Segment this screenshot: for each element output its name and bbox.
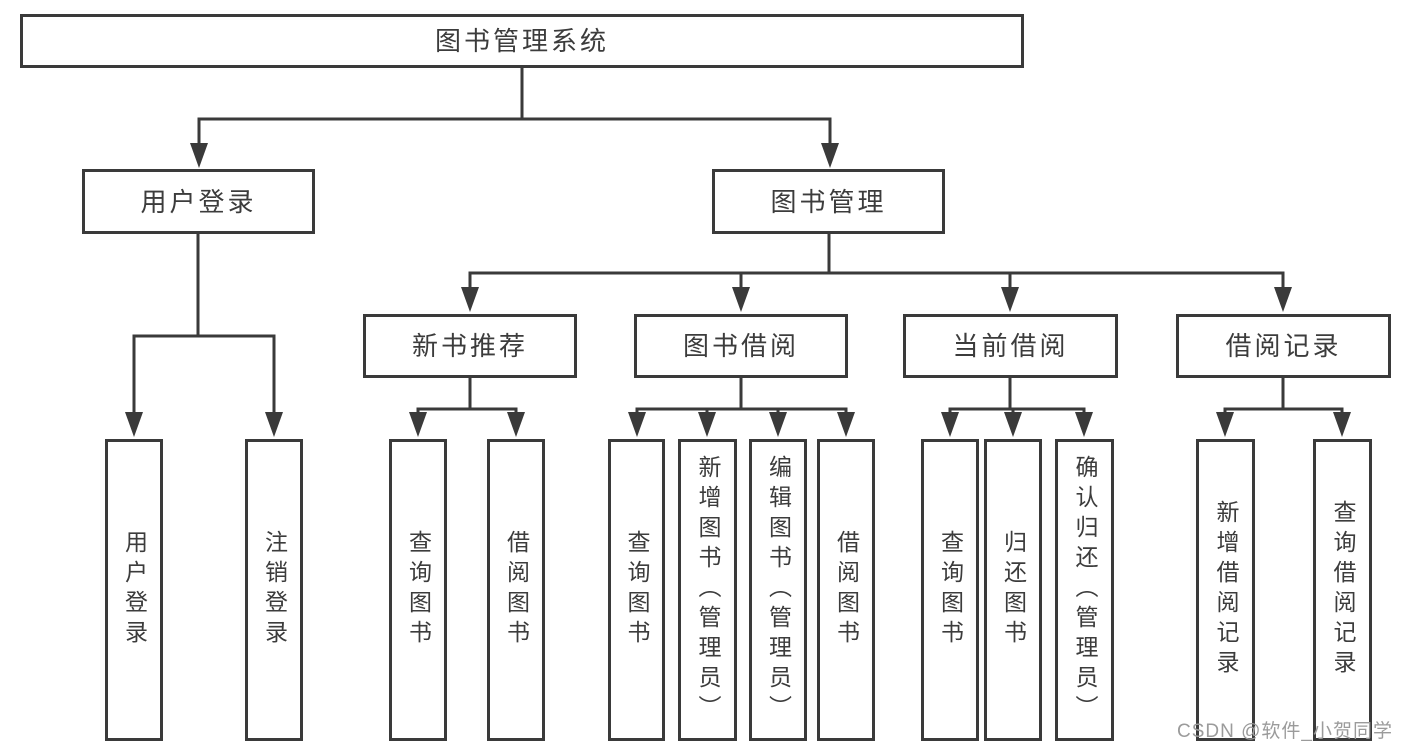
node-new-book-recommendation: 新书推荐 xyxy=(363,314,577,378)
leaf-query-books-current-label: 查询图书 xyxy=(937,530,964,650)
leaf-logout-login: 注销登录 xyxy=(245,439,303,741)
leaf-query-books-borrowing-label: 查询图书 xyxy=(624,530,650,650)
node-current-borrowing: 当前借阅 xyxy=(903,314,1118,378)
leaf-borrow-books-borrowing: 借阅图书 xyxy=(817,439,875,741)
leaf-query-books-recommend-label: 查询图书 xyxy=(405,530,432,650)
leaf-borrow-books-recommend: 借阅图书 xyxy=(487,439,545,741)
leaf-user-login-label: 用户登录 xyxy=(121,530,148,650)
leaf-borrow-books-recommend-label: 借阅图书 xyxy=(503,530,530,650)
leaf-borrow-books-borrowing-label: 借阅图书 xyxy=(833,530,860,650)
leaf-add-borrow-record-label: 新增借阅记录 xyxy=(1213,500,1239,680)
leaf-edit-books-admin: 编辑图书（管理员） xyxy=(749,439,807,741)
node-book-borrowing: 图书借阅 xyxy=(634,314,848,378)
leaf-add-books-admin-label: 新增图书（管理员） xyxy=(695,455,721,725)
arrow-down-icons xyxy=(125,143,1351,437)
leaf-logout-login-label: 注销登录 xyxy=(261,530,288,650)
leaf-query-borrow-record-label: 查询借阅记录 xyxy=(1330,500,1356,680)
node-borrowing-records: 借阅记录 xyxy=(1176,314,1391,378)
leaf-return-books-label: 归还图书 xyxy=(1000,530,1027,650)
node-book-management: 图书管理 xyxy=(712,169,945,234)
leaf-query-books-borrowing: 查询图书 xyxy=(608,439,665,741)
leaf-query-borrow-record: 查询借阅记录 xyxy=(1313,439,1372,741)
leaf-confirm-return-admin: 确认归还（管理员） xyxy=(1055,439,1114,741)
leaf-add-books-admin: 新增图书（管理员） xyxy=(678,439,737,741)
leaf-user-login: 用户登录 xyxy=(105,439,163,741)
connector-lines xyxy=(132,67,1344,414)
leaf-confirm-return-admin-label: 确认归还（管理员） xyxy=(1072,455,1098,725)
leaf-edit-books-admin-label: 编辑图书（管理员） xyxy=(765,455,792,725)
leaf-add-borrow-record: 新增借阅记录 xyxy=(1196,439,1255,741)
leaf-query-books-current: 查询图书 xyxy=(921,439,979,741)
leaf-query-books-recommend: 查询图书 xyxy=(389,439,447,741)
leaf-return-books: 归还图书 xyxy=(984,439,1042,741)
node-user-login: 用户登录 xyxy=(82,169,315,234)
node-library-management-system: 图书管理系统 xyxy=(20,14,1024,68)
csdn-watermark: CSDN @软件_小贺同学 xyxy=(1177,721,1393,742)
